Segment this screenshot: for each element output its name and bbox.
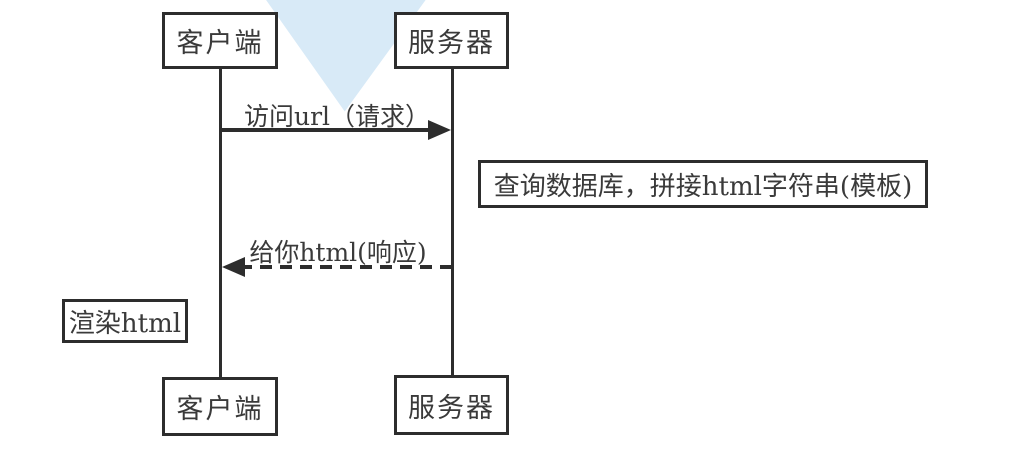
client-note-text: 渲染html bbox=[68, 308, 182, 339]
request-message-label: 访问url（请求） bbox=[243, 102, 431, 131]
actor-box-server-bottom: 服务器 bbox=[394, 375, 509, 435]
server-note-text: 查询数据库，拼接html字符串(模板) bbox=[493, 171, 913, 202]
response-arrow bbox=[222, 257, 452, 277]
actor-box-client-bottom: 客户端 bbox=[162, 377, 278, 436]
response-message-label: 给你html(响应) bbox=[249, 238, 427, 267]
actor-box-server-top: 服务器 bbox=[394, 12, 509, 69]
server-note-box: 查询数据库，拼接html字符串(模板) bbox=[478, 160, 928, 208]
actor-box-client-top: 客户端 bbox=[162, 12, 278, 69]
lifeline-client bbox=[219, 67, 222, 378]
actor-label-server-top: 服务器 bbox=[408, 28, 495, 59]
client-note-box: 渲染html bbox=[62, 299, 188, 343]
actor-label-client-top: 客户端 bbox=[176, 28, 264, 59]
request-arrow bbox=[221, 120, 451, 140]
actor-label-client-bottom: 客户端 bbox=[176, 394, 264, 425]
lifeline-server bbox=[451, 67, 454, 378]
actor-label-server-bottom: 服务器 bbox=[408, 392, 495, 424]
